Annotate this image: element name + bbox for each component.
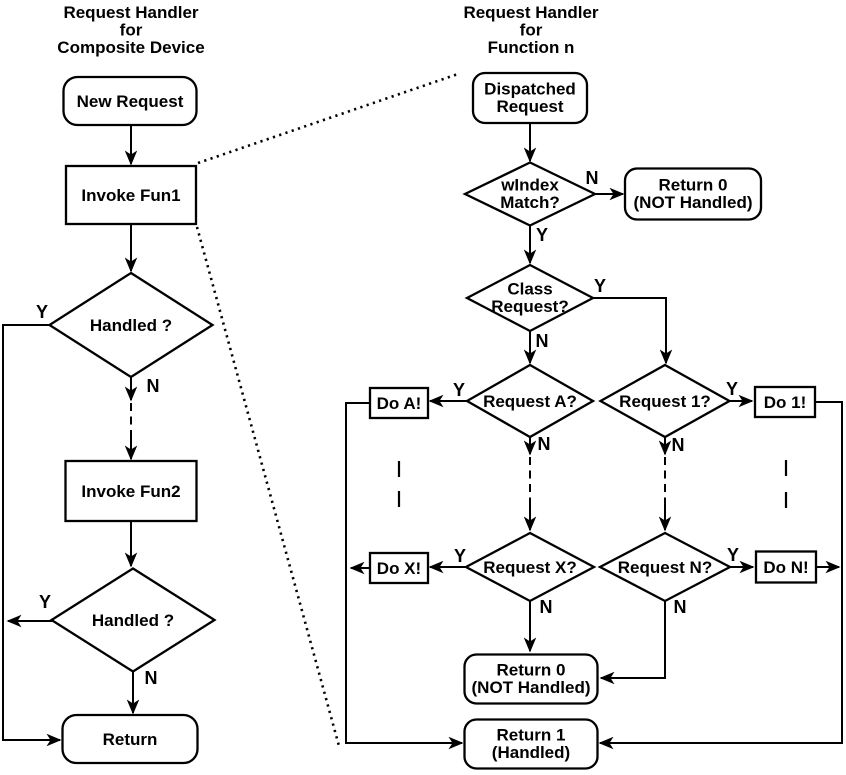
new-request-label: New Request (77, 92, 184, 111)
function-n-title-line-3: Function n (488, 38, 575, 57)
handled-yes-label: Y (36, 302, 48, 322)
return-0-not-handled-bottom-label: Return 0 (497, 661, 566, 680)
zoom-indicator-top (197, 72, 459, 165)
return-0-not-handled-bottom-label: (NOT Handled) (472, 678, 591, 697)
request-a-label: Request A? (483, 392, 577, 411)
requestn-no-label: N (674, 597, 687, 617)
request1-no-label: N (672, 435, 685, 455)
do-n (754, 550, 818, 584)
return-1-handled (463, 718, 599, 770)
do-1-label: Do 1! (764, 393, 807, 412)
do-a (368, 386, 430, 420)
dispatched-request-label: Request (496, 97, 563, 116)
requesta-no-label: N (538, 434, 551, 454)
handled-yes-return-loop (2, 324, 62, 747)
handled-1 (47, 271, 215, 379)
windex-match (462, 161, 598, 227)
do-n-label: Do N! (763, 558, 808, 577)
handled2-yes-label: Y (39, 592, 51, 612)
do-x (368, 551, 430, 585)
return-0-not-handled-top-label: Return 0 (659, 176, 728, 195)
composite-device-title-line-3: Composite Device (57, 38, 204, 57)
requestx-yes-label: Y (454, 546, 466, 566)
requestx-no-label: N (540, 597, 553, 617)
doa-to-return1-loop (345, 402, 464, 750)
request-x-label: Request X? (483, 558, 577, 577)
request-a (464, 363, 596, 439)
invoke-fun2-label: Invoke Fun2 (81, 482, 180, 501)
return-0-not-handled-top-label: (NOT Handled) (634, 193, 753, 212)
composite-device-title-line-2: for (120, 21, 143, 40)
function-n-title-line-1: Request Handler (463, 3, 598, 22)
class-request (464, 263, 596, 333)
invoke-fun1-label: Invoke Fun1 (81, 186, 180, 205)
zoom-indicator-bottom (195, 226, 341, 747)
dispatched-request (471, 71, 589, 125)
invoke-fun1 (64, 164, 198, 226)
class-no-label: N (536, 331, 549, 351)
do-a-label: Do A! (377, 394, 422, 413)
dispatched-request-label: Dispatched (484, 80, 576, 99)
request-x (463, 531, 597, 603)
class-yes-to-request1 (593, 297, 673, 365)
requestn-no-to-return0 (599, 601, 666, 685)
handled2-no-label: N (145, 668, 158, 688)
handled-1-label: Handled ? (90, 316, 172, 335)
request-n (597, 531, 733, 603)
windex-no-label: N (586, 168, 599, 188)
class-request-label: Request? (491, 297, 568, 316)
return-1-handled-label: (Handled) (492, 743, 570, 762)
class-yes-label: Y (594, 276, 606, 296)
return-label: Return (103, 730, 158, 749)
new-request (62, 75, 198, 127)
composite-device-title-line-1: Request Handler (63, 3, 198, 22)
do-1 (753, 385, 817, 419)
requestn-yes-label: Y (727, 545, 739, 565)
function-n-title-line-2: for (520, 21, 543, 40)
requesta-yes-label: Y (453, 380, 465, 400)
windex-match-label: Match? (500, 193, 560, 212)
windex-yes-label: Y (536, 225, 548, 245)
request-n-label: Request N? (618, 558, 712, 577)
handled-no-label: N (147, 376, 160, 396)
do1-to-return1-loop (598, 401, 843, 750)
request-1-label: Request 1? (619, 392, 711, 411)
handled-2-label: Handled ? (92, 611, 174, 630)
do-x-label: Do X! (377, 559, 421, 578)
return-1-handled-label: Return 1 (497, 726, 566, 745)
request1-yes-label: Y (726, 379, 738, 399)
handled-2 (49, 567, 217, 673)
return-0-not-handled-bottom (463, 653, 599, 705)
request-1 (598, 363, 732, 439)
return (61, 713, 199, 765)
windex-match-label: wIndex (500, 176, 559, 195)
invoke-fun2 (64, 459, 198, 523)
class-request-label: Class (507, 280, 552, 299)
return-0-not-handled-top (623, 167, 763, 221)
